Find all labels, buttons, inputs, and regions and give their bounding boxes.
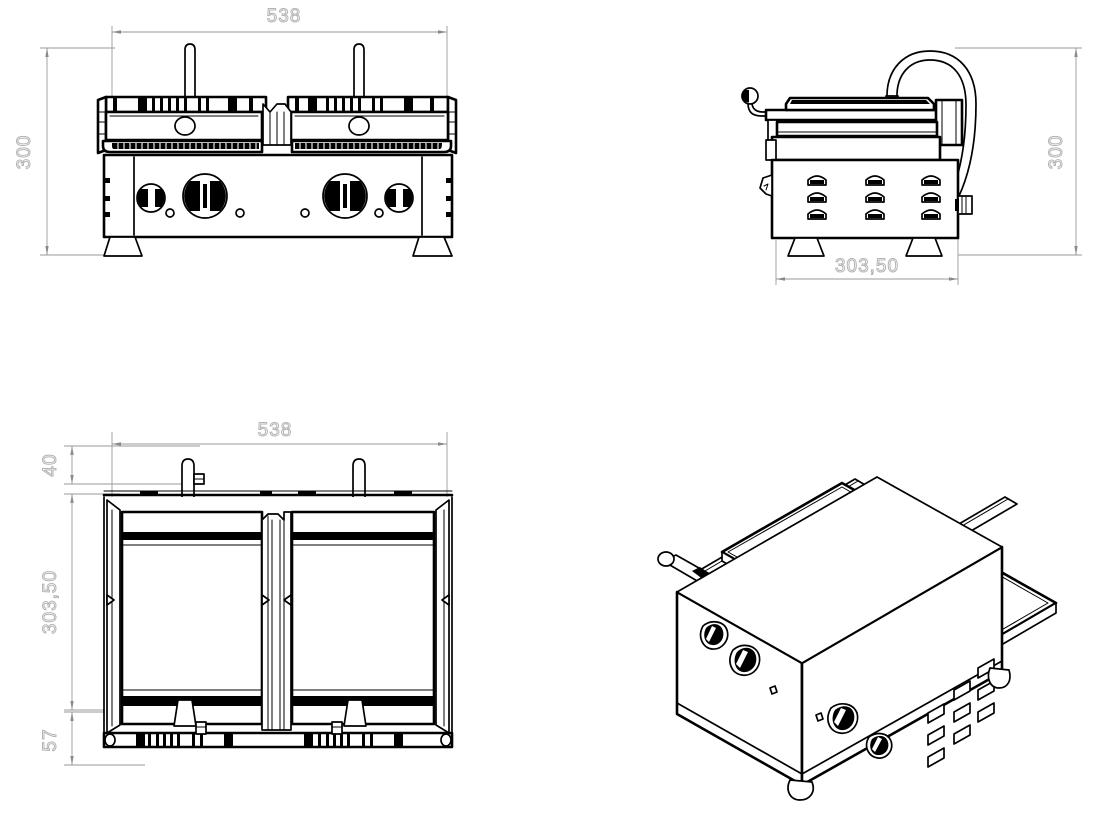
front-machine [96,43,458,257]
dimension-side-height: 300 [955,47,1082,256]
front-handle-left [184,43,196,97]
plan-front-rim [102,490,454,497]
front-handle-right [353,43,365,97]
dimension-plan-lip: 40 [40,445,200,485]
dimension-plan-depth: 303,50 [40,493,120,711]
dimension-label-side-depth: 303,50 [835,256,899,277]
front-knob-large-left[interactable] [182,173,228,219]
front-ribbed-surface-right [290,139,453,154]
iso-foot-front [787,779,815,801]
dimension-label-plan-lip: 40 [40,453,61,476]
dimension-label-front-height: 300 [14,135,35,170]
side-foot-right [905,237,943,257]
iso-foot-rear [1001,765,1019,780]
front-foot-right [412,236,453,257]
front-knob-small-right[interactable] [384,183,414,213]
dimension-side-depth: 303,50 [775,238,959,285]
side-vent-grid [807,175,941,220]
dimension-label-plan-rear: 57 [40,728,61,751]
front-centre-divider [262,103,292,146]
iso-foot-right [987,667,1011,689]
iso-vent-column [977,658,995,723]
vent-louvre [807,175,827,186]
dimension-label-side-height: 300 [1046,135,1067,170]
plan-plate-right [290,510,436,726]
iso-vent-grid [927,658,995,768]
front-knob-large-right[interactable] [322,173,368,219]
plan-hinge-barrels [102,721,454,749]
dimension-front-width: 538 [111,6,448,105]
plan-drip-funnel-left [173,699,197,727]
front-indicator-lamps [165,208,384,218]
plan-centre-divider [261,511,292,731]
iso-knob-4[interactable] [865,732,893,759]
front-knob-small-left[interactable] [136,183,166,213]
plan-plate-left [120,510,264,726]
vent-louvre [865,192,885,203]
front-hinge-bar-right [286,95,450,114]
side-upper-assembly [764,96,964,147]
front-upper-plate-right [289,110,450,142]
view-isometric [657,476,1058,801]
vent-louvre [865,209,885,220]
dimension-label-front-width: 538 [267,6,302,27]
iso-indicator-lamps [769,685,824,722]
iso-vent-column [953,680,971,745]
side-foot-left [787,237,825,257]
front-upper-plate-left [104,110,264,142]
side-handle [741,87,786,117]
dimension-label-plan-width: 538 [258,420,293,441]
side-machine [741,50,977,257]
vent-louvre [807,192,827,203]
dimension-plan-width: 538 [111,420,448,500]
view-plan: 538 40 303,50 57 [40,420,454,766]
view-front-elevation: 538 300 [14,6,458,257]
plan-drip-funnel-right [343,699,367,727]
iso-knob-3[interactable] [827,703,859,735]
vent-louvre [921,209,941,220]
side-mid-body [765,135,942,162]
vent-louvre [921,175,941,186]
front-ribbed-surface-left [101,139,264,154]
front-foot-left [103,236,143,257]
vent-louvre [921,192,941,203]
iso-knob-2[interactable] [729,644,761,677]
vent-louvre [807,209,827,220]
vent-louvre [865,175,885,186]
view-side-elevation: 303,50 300 [741,47,1082,285]
dimension-label-plan-depth: 303,50 [40,570,61,634]
dimension-front-height: 300 [14,47,118,256]
iso-knob-1[interactable] [699,620,729,650]
plan-machine [102,458,454,749]
iso-vent-column [927,703,945,768]
front-hinge-bar-left [104,95,268,114]
